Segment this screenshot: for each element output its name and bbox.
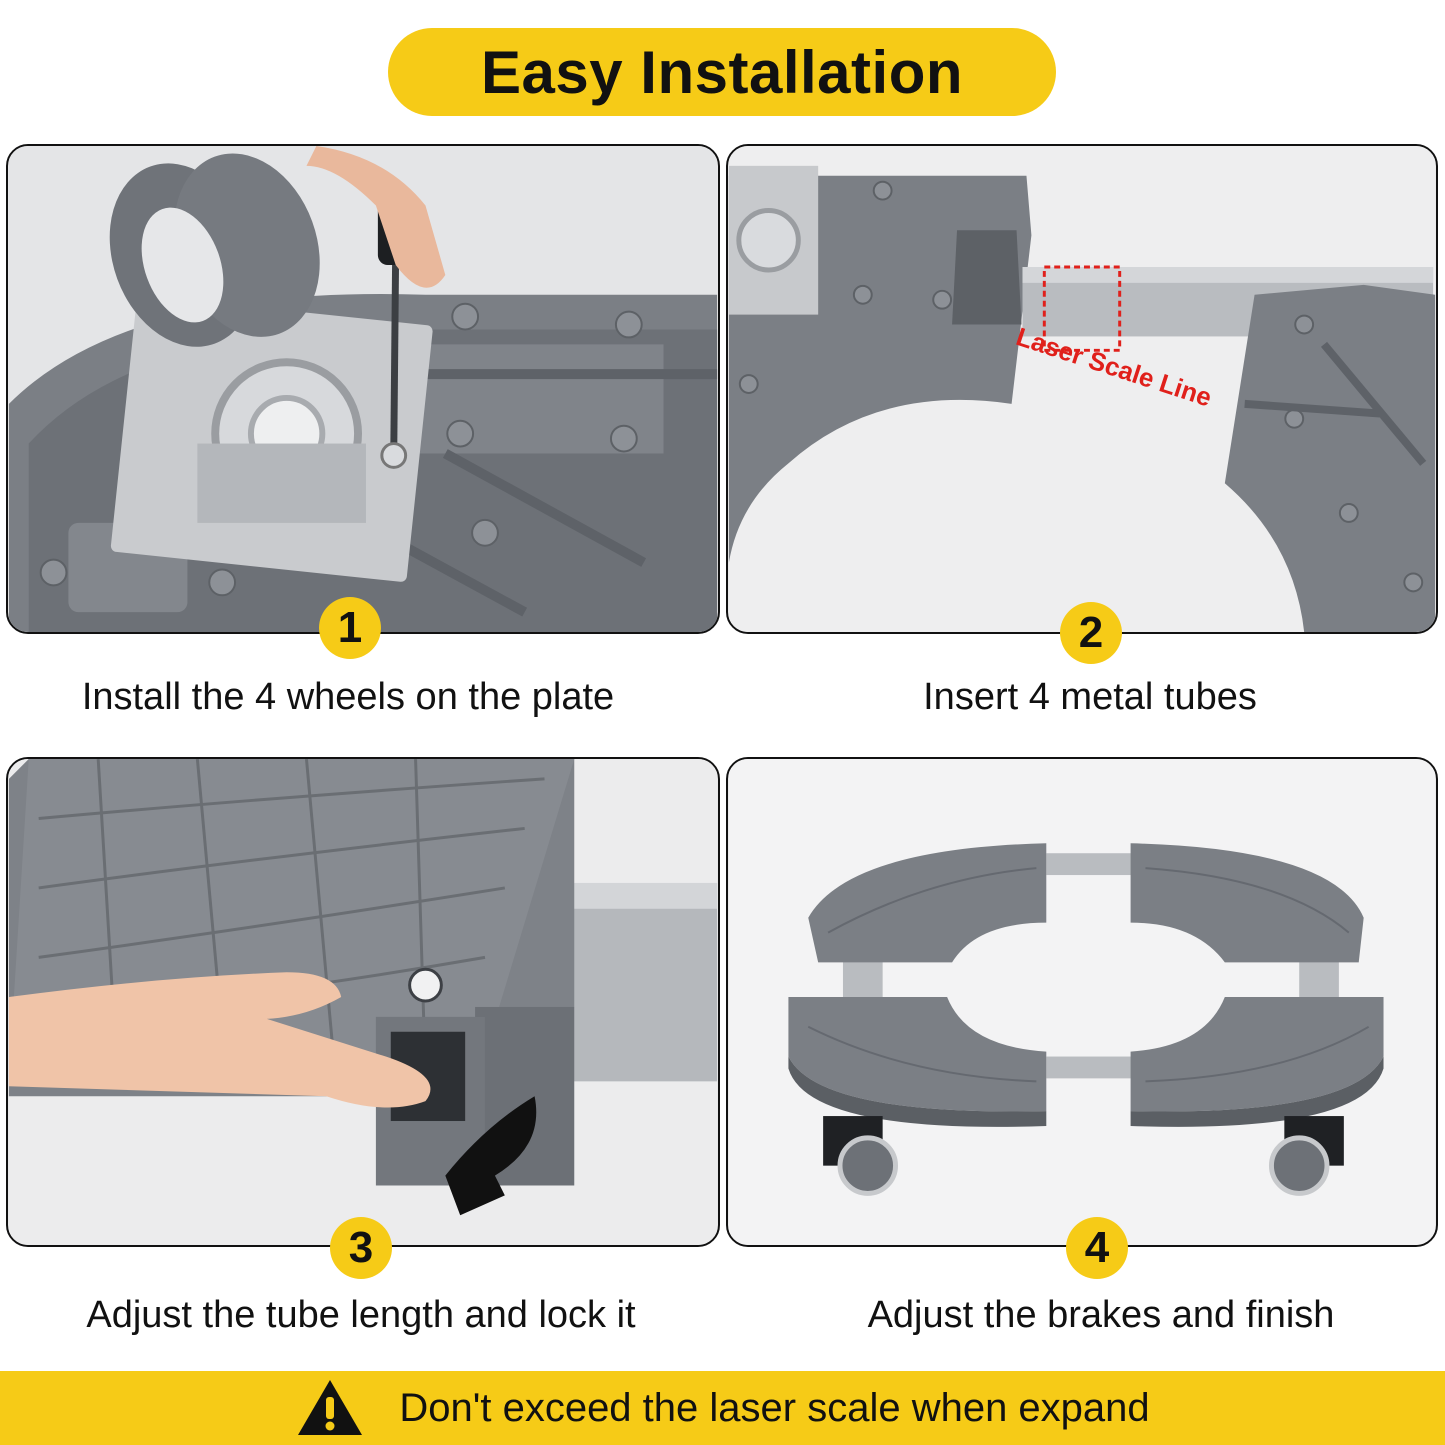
- metal-tube-illustration: Laser Scale Line: [728, 146, 1436, 632]
- warning-text: Don't exceed the laser scale when expand: [399, 1385, 1150, 1430]
- finished-dolly-illustration: [728, 759, 1436, 1245]
- step-4-badge: 4: [1066, 1217, 1128, 1279]
- step-2-badge: 2: [1060, 602, 1122, 664]
- step-2-caption: Insert 4 metal tubes: [923, 676, 1257, 718]
- step-3-caption: Adjust the tube length and lock it: [86, 1294, 636, 1336]
- step-2-image: Laser Scale Line: [726, 144, 1438, 634]
- step-4-image: [726, 757, 1438, 1247]
- tube-lock-illustration: [8, 759, 718, 1245]
- step-1-image: [6, 144, 720, 634]
- step-1-badge: 1: [319, 597, 381, 659]
- step-3-image: [6, 757, 720, 1247]
- step-1-caption: Install the 4 wheels on the plate: [81, 676, 615, 718]
- warning-triangle-icon: [298, 1380, 363, 1435]
- title-banner: Easy Installation: [388, 28, 1056, 116]
- step-3-badge: 3: [330, 1217, 392, 1279]
- warning-banner: Don't exceed the laser scale when expand: [0, 1371, 1445, 1445]
- page-title: Easy Installation: [481, 38, 963, 106]
- wheel-install-illustration: [8, 146, 718, 632]
- step-4-caption: Adjust the brakes and finish: [867, 1294, 1335, 1336]
